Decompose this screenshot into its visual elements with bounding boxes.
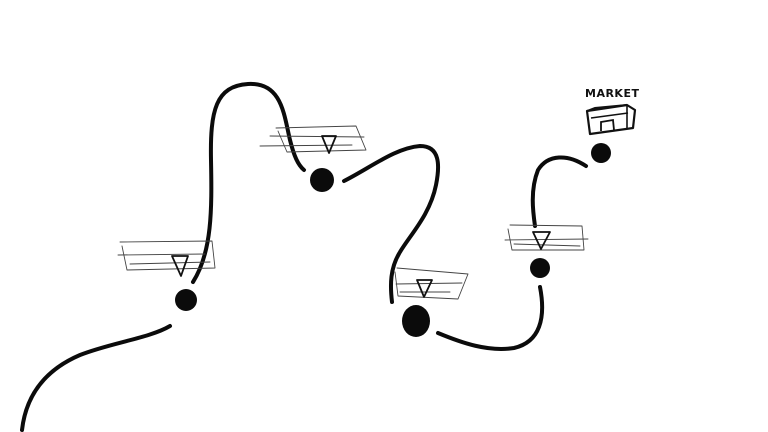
journey-road [20, 81, 588, 432]
market-stall-icon [585, 103, 637, 136]
signboard-4 [504, 224, 589, 251]
triangle-marker-icon [416, 279, 433, 298]
road-segment-5 [530, 155, 588, 228]
market-destination: MARKET [585, 87, 639, 136]
stop-dot [175, 289, 197, 311]
market-label: MARKET [585, 87, 639, 100]
signboard-3 [394, 267, 469, 300]
stop-dot [402, 305, 430, 337]
signboard-2 [259, 125, 367, 154]
triangle-marker-icon [532, 231, 551, 250]
road-segment-3 [342, 144, 440, 304]
stop-dot [530, 258, 550, 278]
triangle-marker-icon [171, 255, 189, 277]
triangle-marker-icon [321, 135, 337, 154]
road-segment-1 [20, 324, 172, 432]
signboard-1 [117, 240, 216, 277]
stop-dot [591, 143, 611, 163]
journey-stops [175, 143, 611, 337]
road-segment-2 [191, 81, 306, 284]
road-segment-4 [436, 285, 545, 351]
stop-dot [310, 168, 334, 192]
